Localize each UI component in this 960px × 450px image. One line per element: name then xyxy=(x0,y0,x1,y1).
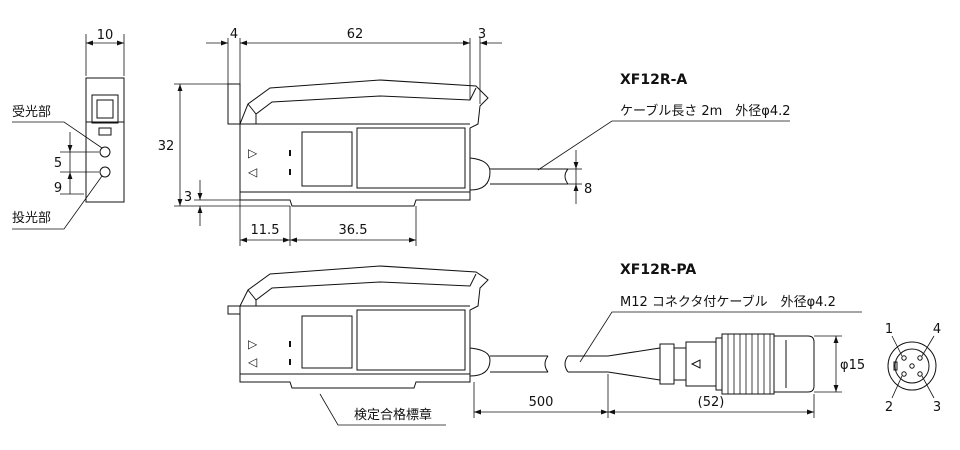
side-view-tab xyxy=(98,127,112,136)
front-view-xf12r-pa: ▷ ◁ xyxy=(227,262,865,426)
cable-break-pa-2 xyxy=(564,355,569,373)
mount-stub xyxy=(227,305,241,315)
pin-label-4: 4 xyxy=(933,322,941,337)
pin-4 xyxy=(917,355,923,361)
pin-view-key xyxy=(893,361,898,371)
callout-emitter: 投光部 xyxy=(12,210,51,226)
callout-cable-pa-leader xyxy=(579,311,862,363)
connector-body xyxy=(685,341,717,387)
mount-post xyxy=(227,83,241,125)
side-view-window-inner xyxy=(96,99,114,119)
dim-connector-52: (52) xyxy=(698,395,725,410)
pin-2 xyxy=(901,371,907,377)
led-4 xyxy=(289,359,291,365)
coupling-nut xyxy=(721,333,775,395)
housing-outline-pa xyxy=(239,265,489,389)
side-view: 10 5 9 受光部 投光部 xyxy=(12,28,125,230)
model-label-pa: XF12R-PA xyxy=(620,262,696,278)
callout-cable-pa: M12 コネクタ付ケーブル 外径φ4.2 xyxy=(620,294,836,310)
cable-break xyxy=(564,168,569,185)
dim-side-width: 10 xyxy=(97,28,114,43)
dim-5: 5 xyxy=(54,156,62,171)
receiver-lens xyxy=(99,146,111,158)
callout-cable-a-leader xyxy=(537,120,790,171)
callout-approval-leader xyxy=(319,393,446,426)
indicator-triangle-right-pa: ▷ xyxy=(248,337,258,351)
connector-pin-view: 1 4 2 3 xyxy=(885,322,941,415)
dim-phi-15: φ15 xyxy=(840,358,865,373)
dim-front-4: 4 xyxy=(230,27,238,42)
pin-view-outer xyxy=(887,341,937,391)
callout-receiver-leader xyxy=(12,121,103,149)
pin-label-2: 2 xyxy=(885,400,893,415)
m12-connector xyxy=(607,333,815,395)
housing-top-edge-pa xyxy=(247,273,477,301)
led-2 xyxy=(289,169,291,175)
led-3 xyxy=(289,341,291,347)
front-view-xf12r-a: ▷ ◁ 4 62 3 32 3 11.5 36 xyxy=(158,27,791,246)
indicator-triangle-left-pa: ◁ xyxy=(247,355,257,369)
dim-bottom-36-5: 36.5 xyxy=(339,223,368,238)
housing-outline xyxy=(239,79,489,207)
indicator-triangle-right: ▷ xyxy=(248,146,258,160)
led-1 xyxy=(289,150,291,156)
dim-front-62: 62 xyxy=(347,27,364,42)
pin-view-inner xyxy=(894,348,930,384)
emitter-lens xyxy=(99,166,111,178)
pin-1 xyxy=(901,355,907,361)
side-view-body xyxy=(85,77,125,203)
callout-emitter-leader xyxy=(12,175,103,230)
dim-base-3: 3 xyxy=(184,190,192,205)
callout-approval: 検定合格標章 xyxy=(354,407,432,423)
dim-cable-8: 8 xyxy=(584,182,592,197)
cable-gland xyxy=(469,157,491,191)
indicator-triangle-left: ◁ xyxy=(247,165,257,179)
dim-9: 9 xyxy=(54,181,62,196)
dim-front-3: 3 xyxy=(478,27,486,42)
pin-label-3: 3 xyxy=(933,400,941,415)
connector-tip xyxy=(774,335,815,393)
display-window xyxy=(301,131,353,187)
display-window-pa xyxy=(301,315,353,369)
connector-taper xyxy=(607,347,661,381)
pin-center xyxy=(909,363,915,369)
pin-label-1: 1 xyxy=(885,322,893,337)
callout-receiver: 受光部 xyxy=(12,105,51,120)
housing-top-edge xyxy=(247,87,477,115)
indicator-window xyxy=(356,127,466,189)
dim-height-32: 32 xyxy=(158,139,175,154)
indicator-window-pa xyxy=(356,309,466,371)
callout-cable-a: ケーブル長さ 2m 外径φ4.2 xyxy=(620,103,791,119)
model-label-a: XF12R-A xyxy=(620,72,687,88)
side-view-window xyxy=(91,94,119,124)
pin-3 xyxy=(917,371,923,377)
dim-bottom-11-5: 11.5 xyxy=(251,223,280,238)
cable-gland-pa xyxy=(469,347,491,377)
cable-break-pa-1 xyxy=(544,355,549,373)
dim-cable-500: 500 xyxy=(529,395,554,410)
